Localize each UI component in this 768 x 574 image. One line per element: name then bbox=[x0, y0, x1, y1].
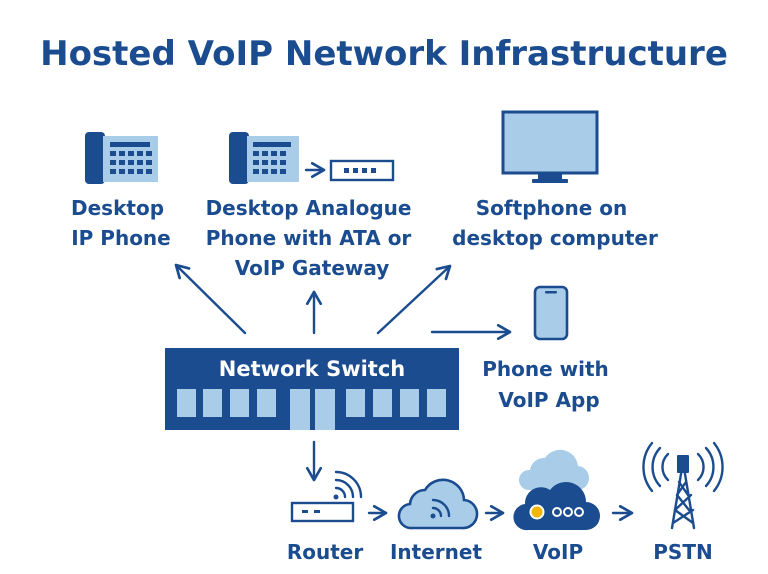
cell-tower-icon bbox=[642, 441, 724, 530]
cloud-icon bbox=[397, 478, 479, 530]
analogue-phone-icon bbox=[229, 132, 299, 184]
page-title: Hosted VoIP Network Infrastructure bbox=[40, 34, 728, 74]
device-label-analogue-phone: Desktop Analogue Phone with ATA or VoIP … bbox=[206, 196, 419, 280]
device-label-softphone: Softphone on desktop computer bbox=[452, 196, 658, 250]
device-label-desktop-ip-phone: Desktop IP Phone bbox=[71, 196, 171, 250]
desk-phone-icon bbox=[85, 132, 158, 184]
device-label-mobile-app: Phone with VoIP App bbox=[482, 357, 616, 412]
switch-label: Network Switch bbox=[219, 357, 405, 381]
ata-box-icon bbox=[329, 159, 395, 182]
arrow-to-softphone bbox=[376, 264, 452, 335]
switch-icon bbox=[165, 348, 459, 430]
chain-label-router: Router bbox=[287, 540, 364, 564]
monitor-icon bbox=[501, 110, 599, 183]
voip-cloud-icon bbox=[513, 449, 600, 531]
router-icon bbox=[290, 470, 363, 523]
smartphone-icon bbox=[533, 285, 569, 341]
chain-label-internet: Internet bbox=[390, 540, 482, 564]
chain-label-pstn: PSTN bbox=[653, 540, 712, 564]
chain-label-voip: VoIP bbox=[533, 540, 583, 564]
arrow-to-desktop-ip-phone bbox=[174, 263, 247, 335]
